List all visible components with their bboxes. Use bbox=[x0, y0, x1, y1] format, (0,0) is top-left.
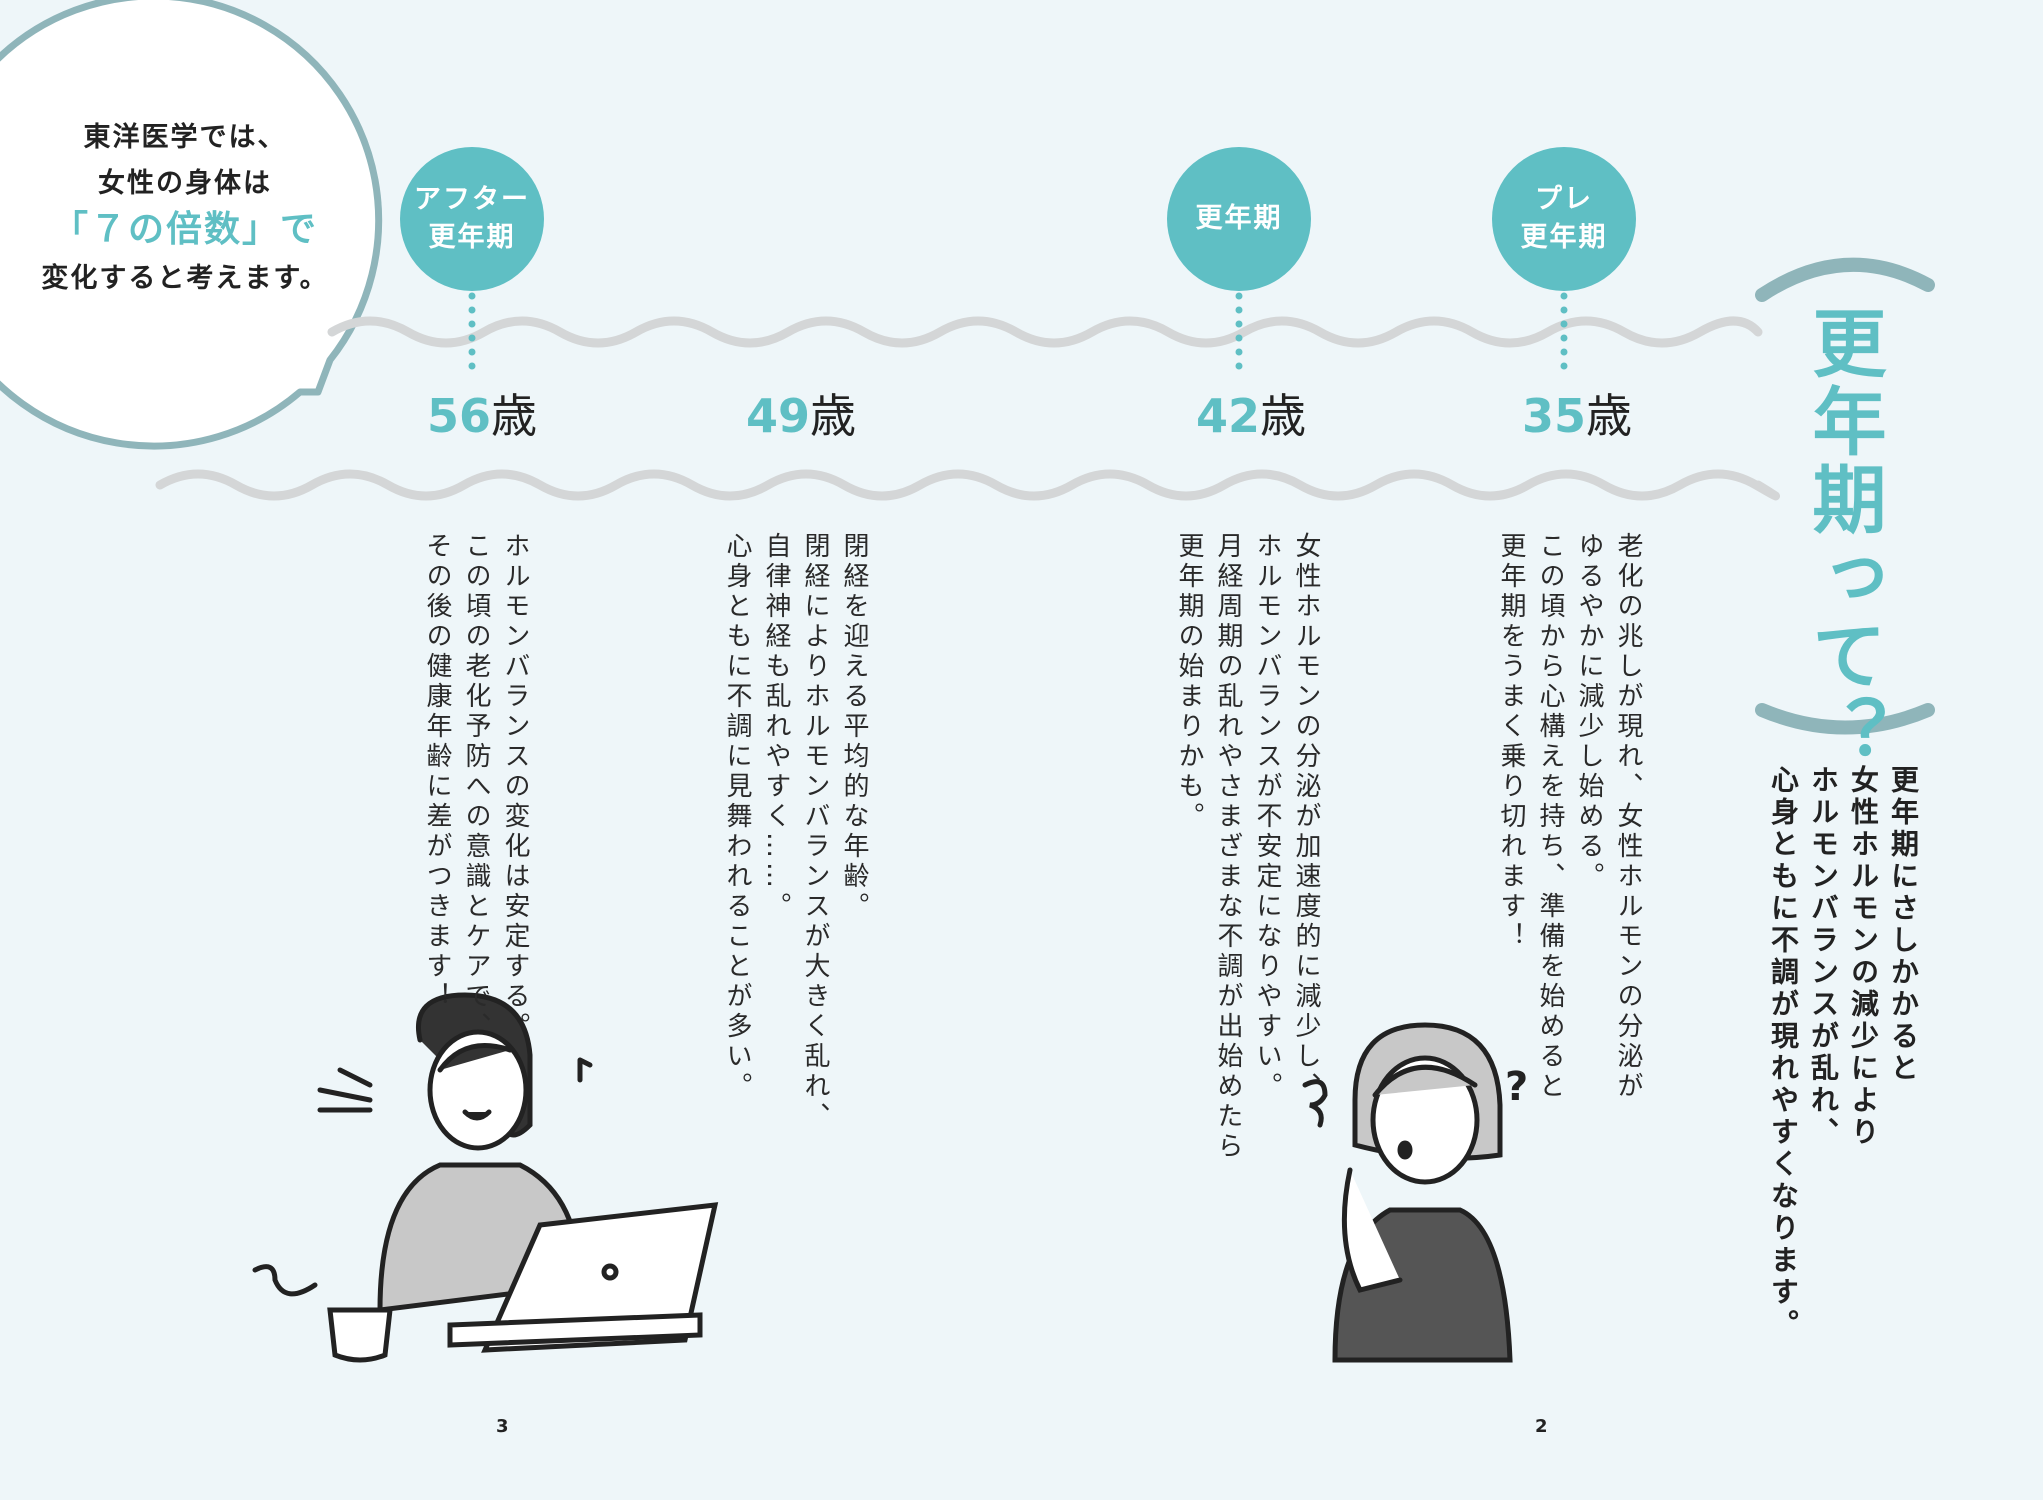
age-49-description: 閉経を迎える平均的な年齢。 閉経によりホルモンバランスが大きく乱れ、 自律神経も… bbox=[722, 532, 869, 1132]
age-number: 56 bbox=[426, 389, 492, 443]
speech-bubble bbox=[0, 0, 383, 450]
age-number: 35 bbox=[1521, 389, 1587, 443]
title-paren-top bbox=[1755, 257, 1935, 302]
stage-menopause: 更年期 bbox=[1167, 147, 1311, 291]
bubble-line-4: 変化すると考えます。 bbox=[41, 263, 329, 294]
stage-label: アフター bbox=[414, 184, 530, 215]
wave-bottom bbox=[155, 469, 1780, 501]
age-56-description: ホルモンバランスの変化は安定する。 この頃の老化予防への意識とケアで、 その後の… bbox=[422, 532, 530, 1042]
stage-label: 更年期 bbox=[1195, 203, 1283, 234]
stage-label: プレ bbox=[1535, 184, 1593, 215]
dotted-connectors bbox=[468, 292, 1568, 374]
age-unit: 歳 bbox=[1586, 389, 1633, 443]
age-42-description: 女性ホルモンの分泌が加速度的に減少し、 ホルモンバランスが不安定になりやすい。 … bbox=[1174, 532, 1321, 1162]
stage-label: 更年期 bbox=[428, 222, 516, 253]
page-number-right: 2 bbox=[1535, 1416, 1548, 1437]
stage-label: 更年期 bbox=[1520, 222, 1608, 253]
woman-laptop-illustration bbox=[252, 992, 719, 1363]
wave-top bbox=[327, 316, 1763, 348]
age-unit: 歳 bbox=[1260, 389, 1307, 443]
bubble-text: 東洋医学では、 女性の身体は 「７の倍数」で 変化すると考えます。 bbox=[20, 115, 350, 302]
svg-text:?: ? bbox=[1505, 1064, 1528, 1110]
age-35-description: 老化の兆しが現れ、女性ホルモンの分泌が ゆるやかに減少し始める。 この頃から心構… bbox=[1496, 532, 1643, 1102]
age-unit: 歳 bbox=[491, 389, 538, 443]
age-56: 56歳 bbox=[427, 380, 537, 446]
title-paren-bottom bbox=[1755, 703, 1935, 735]
page-title: 更年期って？ bbox=[1800, 305, 1886, 773]
highlight-seven-multiples: ７の倍数 bbox=[89, 209, 242, 250]
bracket-close: 」で bbox=[242, 209, 319, 250]
age-35: 35歳 bbox=[1522, 380, 1632, 446]
age-42: 42歳 bbox=[1196, 380, 1306, 446]
age-number: 42 bbox=[1195, 389, 1261, 443]
intro-text: 更年期にさしかかると 女性ホルモンの減少により ホルモンバランスが乱れ、 心身と… bbox=[1767, 765, 1920, 1341]
page-number-left: 3 bbox=[496, 1416, 509, 1437]
age-number: 49 bbox=[745, 389, 811, 443]
stage-pre-menopause: プレ 更年期 bbox=[1492, 147, 1636, 291]
bubble-line-1: 東洋医学では、 bbox=[83, 122, 287, 153]
bracket-open: 「 bbox=[51, 209, 90, 250]
age-unit: 歳 bbox=[810, 389, 857, 443]
woman-thinking-illustration: ? bbox=[1302, 1022, 1528, 1363]
age-49: 49歳 bbox=[746, 380, 856, 446]
stage-after-menopause: アフター 更年期 bbox=[400, 147, 544, 291]
bubble-line-3: 「７の倍数」で bbox=[20, 207, 350, 256]
bubble-line-2: 女性の身体は bbox=[98, 168, 272, 199]
